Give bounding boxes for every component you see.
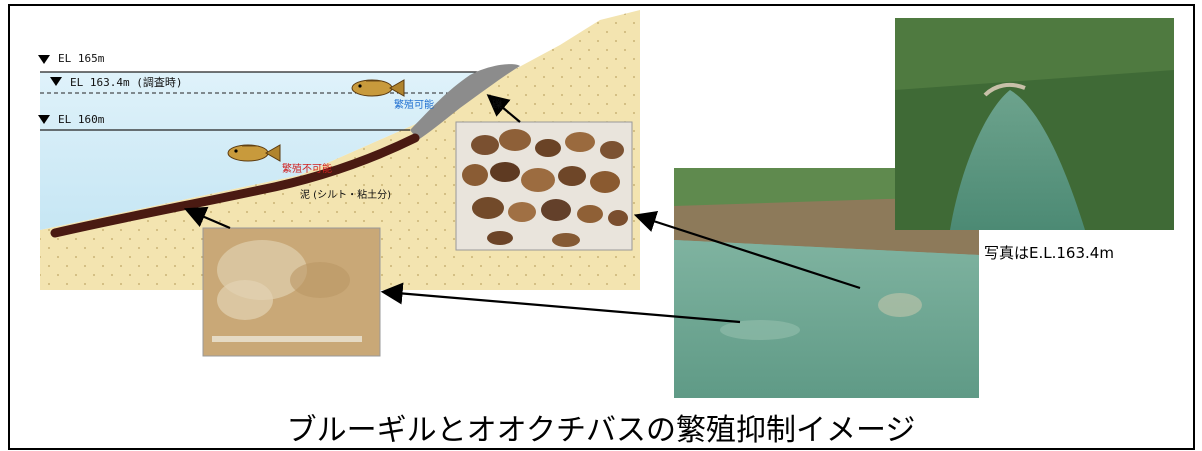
el160-label: EL 160m	[58, 113, 105, 126]
fish-spawn-possible-icon	[351, 79, 405, 97]
fish-spawn-impossible-icon	[227, 144, 281, 162]
aerial-photo	[895, 18, 1174, 230]
gravel-photo	[455, 121, 633, 251]
mud-label: 泥 (シルト・粘土分)	[300, 190, 391, 201]
spawn-impossible-label: 繁殖不可能	[282, 164, 332, 175]
gravel-band	[410, 64, 520, 140]
spawn-possible-label: 繁殖可能	[394, 100, 434, 111]
el1634-label: EL 163.4m (調査時)	[70, 76, 183, 89]
arrow-to-gravel-band	[486, 94, 521, 123]
photo-caption: 写真はE.L.163.4m	[984, 244, 1114, 262]
arrow-shore-to-mud	[380, 282, 741, 324]
mud-photo	[202, 227, 381, 357]
el165-label: EL 165m	[58, 52, 105, 65]
figure-title: ブルーギルとオオクチバスの繁殖抑制イメージ	[286, 413, 916, 448]
el165-marker-icon	[38, 55, 50, 64]
el1634-marker-icon	[50, 77, 62, 86]
arrow-to-mud-line	[183, 206, 231, 230]
arrow-shore-to-gravel	[633, 210, 861, 290]
mud-layer	[50, 133, 420, 238]
el160-marker-icon	[38, 115, 50, 124]
gravel-label: 礫	[492, 100, 502, 111]
